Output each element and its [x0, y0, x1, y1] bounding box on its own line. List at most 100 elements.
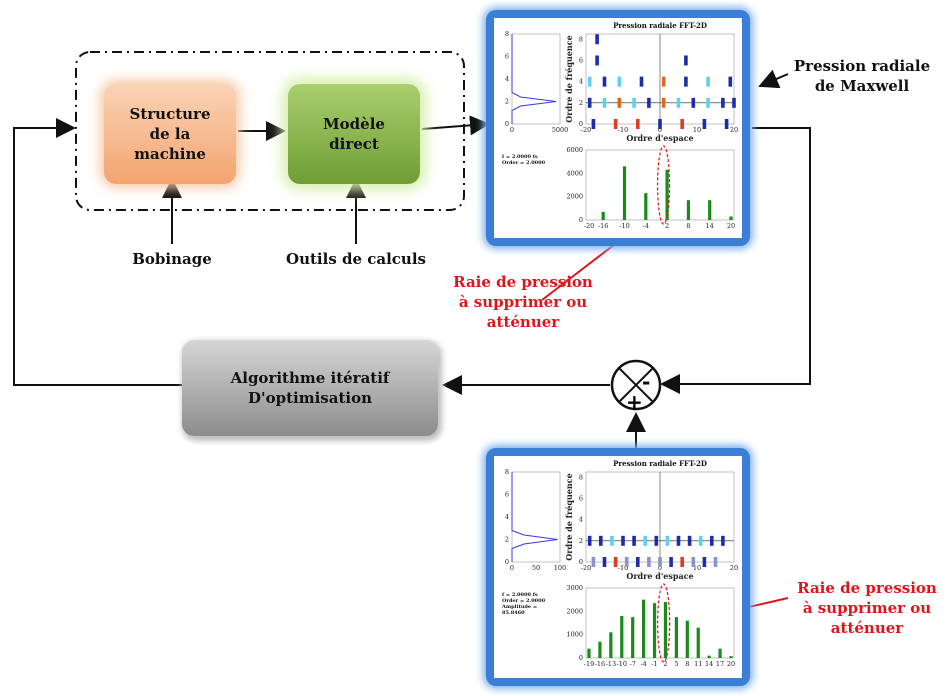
bar-xtick-label: 5: [674, 660, 678, 668]
bar-xtick-label: -7: [630, 660, 636, 668]
bar-xtick-label: -13: [606, 660, 616, 668]
scatter-point: [639, 76, 644, 87]
scatter-point: [687, 535, 692, 546]
main-ytick-label: 0: [579, 120, 583, 128]
bar-xtick-label: 17: [716, 660, 724, 668]
main-xtick-label: 10: [693, 126, 701, 134]
scatter-point: [732, 97, 736, 108]
comparator-symbol: [610, 359, 662, 411]
scatter-point: [595, 55, 599, 66]
raie-annotation-bottom: Raie de pression à supprimer ou atténuer: [790, 578, 944, 638]
side-ytick-label: 8: [505, 30, 509, 38]
structure-block: Structure de la machine: [104, 84, 236, 184]
main-ytick-label: 4: [579, 78, 583, 86]
main-xtick-label: 0: [658, 126, 662, 134]
scatter-point: [676, 535, 681, 546]
bar-ytick-label: 3000: [566, 584, 583, 592]
bar-ytick-label: 6000: [566, 146, 583, 154]
side-plot-frame: [511, 471, 561, 563]
scatter-point: [613, 119, 618, 129]
side-plot-frame: [511, 33, 561, 125]
scatter-point: [721, 535, 725, 546]
scatter-point: [684, 55, 688, 66]
bar-xtick-label: 2: [663, 660, 667, 668]
raie-top-line3: atténuer: [486, 313, 560, 331]
maxwell-label: Pression radiale de Maxwell: [792, 56, 932, 96]
scatter-point: [658, 557, 662, 567]
structure-label: Structure de la machine: [129, 105, 211, 163]
side-xtick-label: 100: [554, 564, 566, 572]
main-ytick-label: 8: [579, 35, 583, 43]
bar-xtick-label: -20: [584, 222, 594, 230]
bar-xtick-label: -19: [584, 660, 594, 668]
bar-xtick-label: 8: [686, 222, 690, 230]
scatter-point: [706, 97, 710, 108]
maxwell-line2: de Maxwell: [814, 77, 910, 95]
main-ytick-label: 2: [579, 99, 583, 107]
scatter-point: [728, 76, 733, 87]
scatter-point: [691, 557, 696, 567]
bar: [631, 617, 635, 658]
algorithm-block: Algorithme itératif D'optimisation: [182, 340, 438, 436]
main-ytick-label: 6: [579, 494, 583, 502]
scatter-point: [624, 557, 629, 567]
bar: [609, 632, 613, 658]
scatter-point: [702, 119, 707, 129]
info-text: f = 2.0000 fs: [502, 592, 538, 598]
algorithm-line2: D'optimisation: [248, 389, 372, 407]
comparator-minus: -: [642, 370, 651, 394]
scatter-point: [680, 119, 684, 129]
main-xlabel: Ordre d'espace: [626, 133, 693, 143]
bar: [718, 648, 722, 658]
scatter-point: [702, 557, 707, 567]
side-ytick-label: 4: [505, 75, 509, 83]
highlight-ellipse: [656, 145, 671, 225]
scatter-point: [617, 76, 622, 87]
bar-ytick-label: 0: [579, 216, 583, 224]
side-xtick-label: 0: [510, 126, 514, 134]
main-ytick-label: 0: [579, 558, 583, 566]
side-ytick-label: 0: [505, 558, 509, 566]
bar-xtick-label: 8: [685, 660, 689, 668]
scatter-point: [591, 119, 596, 129]
scatter-point: [587, 535, 592, 546]
scatter-point: [706, 76, 710, 87]
scatter-point: [602, 97, 607, 108]
bar: [642, 599, 646, 658]
bar: [729, 656, 733, 658]
scatter-point: [698, 535, 703, 546]
scatter-point: [591, 557, 596, 567]
scatter-point: [632, 97, 636, 108]
main-xtick-label: 0: [658, 564, 662, 572]
bar-ytick-label: 4000: [566, 169, 583, 177]
raie-bottom-line3: atténuer: [830, 619, 904, 637]
main-xtick-label: 10: [693, 564, 701, 572]
bar-xtick-label: 14: [705, 660, 713, 668]
scatter-point: [721, 97, 725, 108]
info-text: Amplitude =: [501, 604, 537, 610]
highlight-ellipse: [657, 583, 671, 663]
main-ylabel: Ordre de fréquence: [564, 473, 574, 560]
bar: [674, 617, 678, 658]
main-ytick-label: 8: [579, 473, 583, 481]
scatter-point: [602, 76, 607, 87]
main-ylabel: Ordre de fréquence: [564, 35, 574, 122]
bar: [663, 602, 668, 658]
scatter-point: [643, 535, 647, 546]
scatter-point: [676, 97, 681, 108]
raie-bottom-line1: Raie de pression: [797, 579, 937, 597]
bar: [707, 655, 711, 658]
scatter-point: [613, 557, 618, 567]
scatter-point: [647, 557, 651, 567]
side-ytick-label: 2: [505, 98, 509, 106]
side-xtick-label: 5000: [552, 126, 569, 134]
scatter-point: [587, 76, 592, 87]
bar-xtick-label: -10: [619, 222, 629, 230]
scatter-point: [654, 535, 659, 546]
scatter-point: [636, 557, 640, 567]
arrow-maxwell-label: [758, 69, 789, 89]
model-group-box: [75, 51, 465, 211]
info-text: f = 2.0000 fs: [502, 154, 538, 160]
